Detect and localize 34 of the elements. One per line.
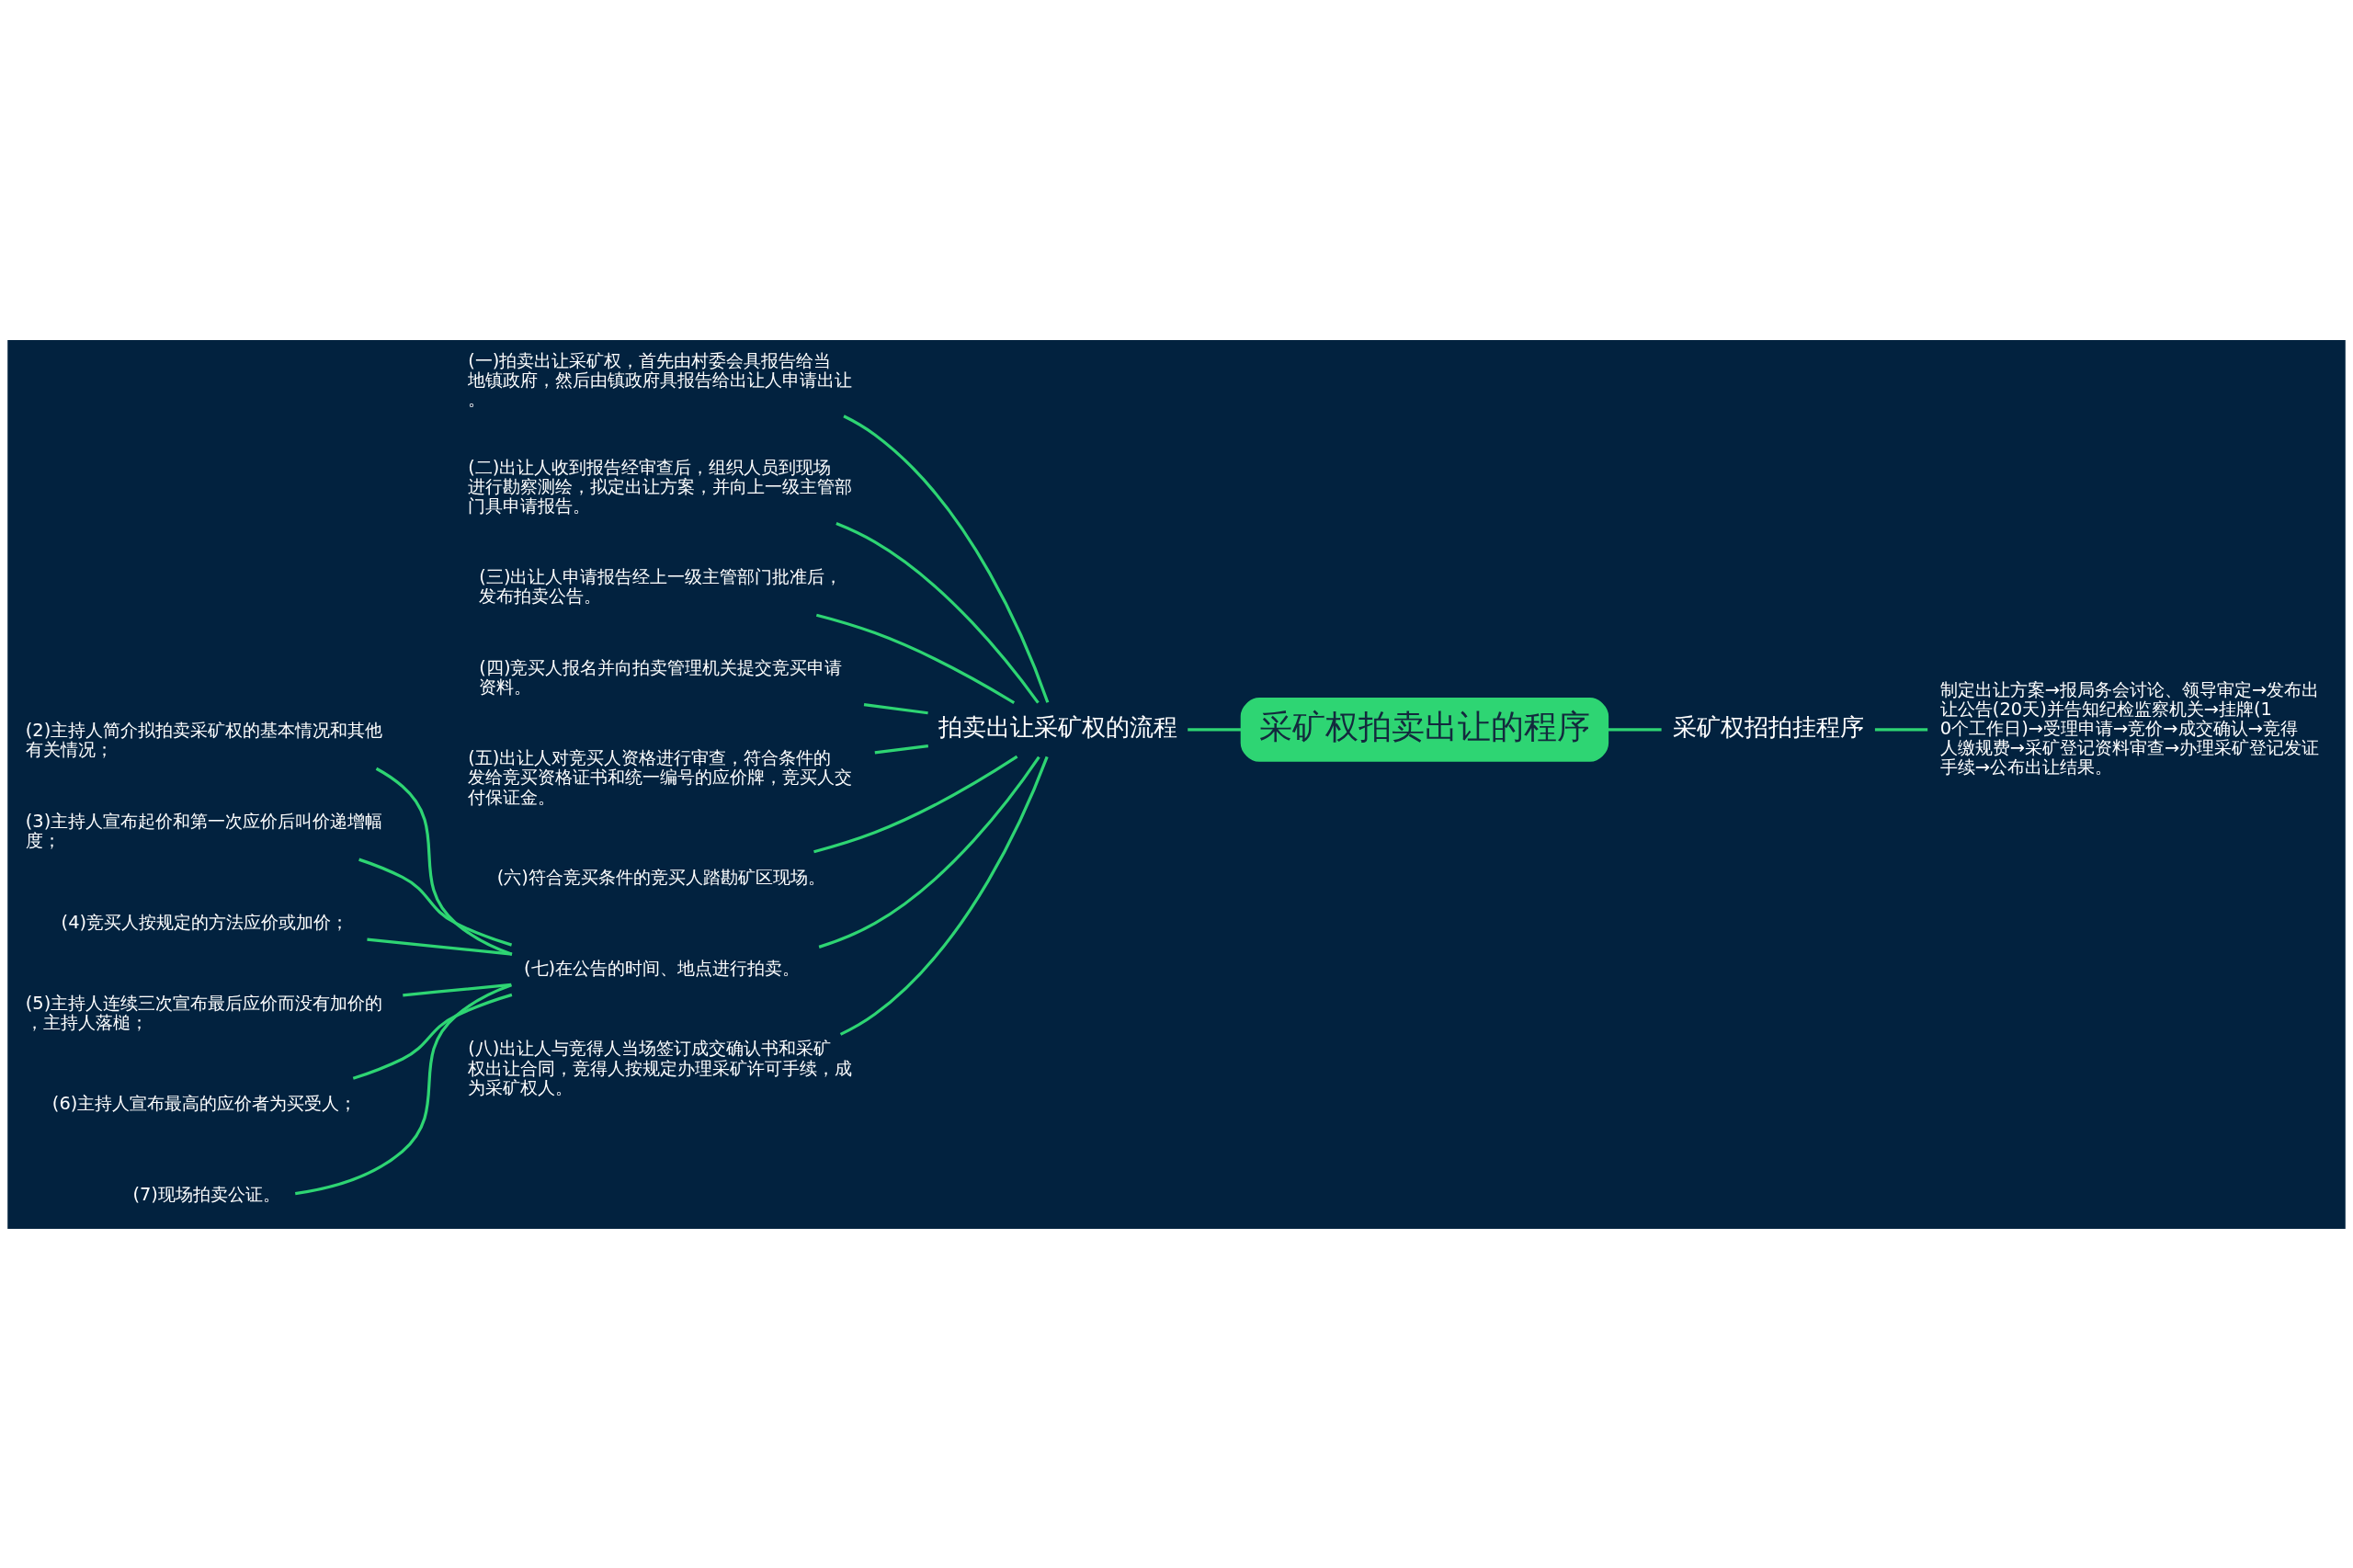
node-text: (7)现场拍卖公证。 (132, 1183, 280, 1205)
node-text: (3)主持人宣布起价和第一次应价后叫价递增幅度； (25, 810, 383, 851)
connector (815, 613, 1016, 704)
connector (874, 744, 928, 754)
node-text: 制定出让方案→报局务会讨论、领导审定→发布出让公告(20天)并告知纪检监察机关→挂牌(10个工作日)→受理申请→竞价→成交确认→竞得人缴规费→采矿登记资料审查→办理采矿登记发证手续→公布出让结果。 (1939, 678, 2320, 778)
node-text: (七)在公告的时间、地点进行拍卖。 (523, 957, 801, 979)
node-text: (6)主持人宣布最高的应价者为买受人； (51, 1092, 358, 1114)
connector (367, 937, 513, 956)
connector (835, 521, 1040, 704)
node-text: 拍卖出让采矿权的流程 (938, 712, 1178, 741)
node-text: (四)竞买人报名并向拍卖管理机关提交竞买申请资料。 (479, 656, 843, 698)
node-text: (2)主持人简介拟拍卖采矿权的基本情况和其他有关情况； (25, 719, 383, 760)
connector (843, 414, 1050, 703)
connector (352, 993, 513, 1080)
connector (1608, 727, 1662, 732)
connector (358, 858, 513, 947)
node-text: (一)拍卖出让采矿权，首先由村委会具报告给当地镇政府，然后由镇政府具报告给出让人申请出让。 (468, 349, 853, 410)
node-text: (三)出让人申请报告经上一级主管部门批准后，发布拍卖公告。 (479, 565, 843, 607)
node-text: 采矿权招拍挂程序 (1672, 712, 1864, 741)
connector (295, 983, 512, 1195)
connector (818, 756, 1040, 949)
node-text: (4)竞买人按规定的方法应价或加价； (61, 911, 349, 933)
connector (813, 755, 1018, 853)
connector (839, 756, 1049, 1036)
connector (1874, 727, 1928, 732)
connector (1188, 727, 1242, 732)
connector (403, 983, 512, 996)
node-text: (八)出让人与竞得人当场签订成交确认书和采矿权出让合同，竞得人按规定办理采矿许可手续，成为采矿权人。 (468, 1037, 853, 1098)
connector (863, 702, 928, 714)
node-text: (5)主持人连续三次宣布最后应价而没有加价的，主持人落槌； (25, 992, 383, 1033)
node-text: (六)符合竞买条件的竞买人踏勘矿区现场。 (496, 866, 825, 888)
node-text: (五)出让人对竞买人资格进行审查，符合条件的发给竞买资格证书和统一编号的应价牌，竞买人交付保证金。 (468, 746, 853, 808)
node-box: 采矿权拍卖出让的程序 (1240, 697, 1609, 762)
node-text: (二)出让人收到报告经审查后，组织人员到现场进行勘察测绘，拟定出让方案，并向上一级主管部门具申请报告。 (468, 456, 853, 517)
